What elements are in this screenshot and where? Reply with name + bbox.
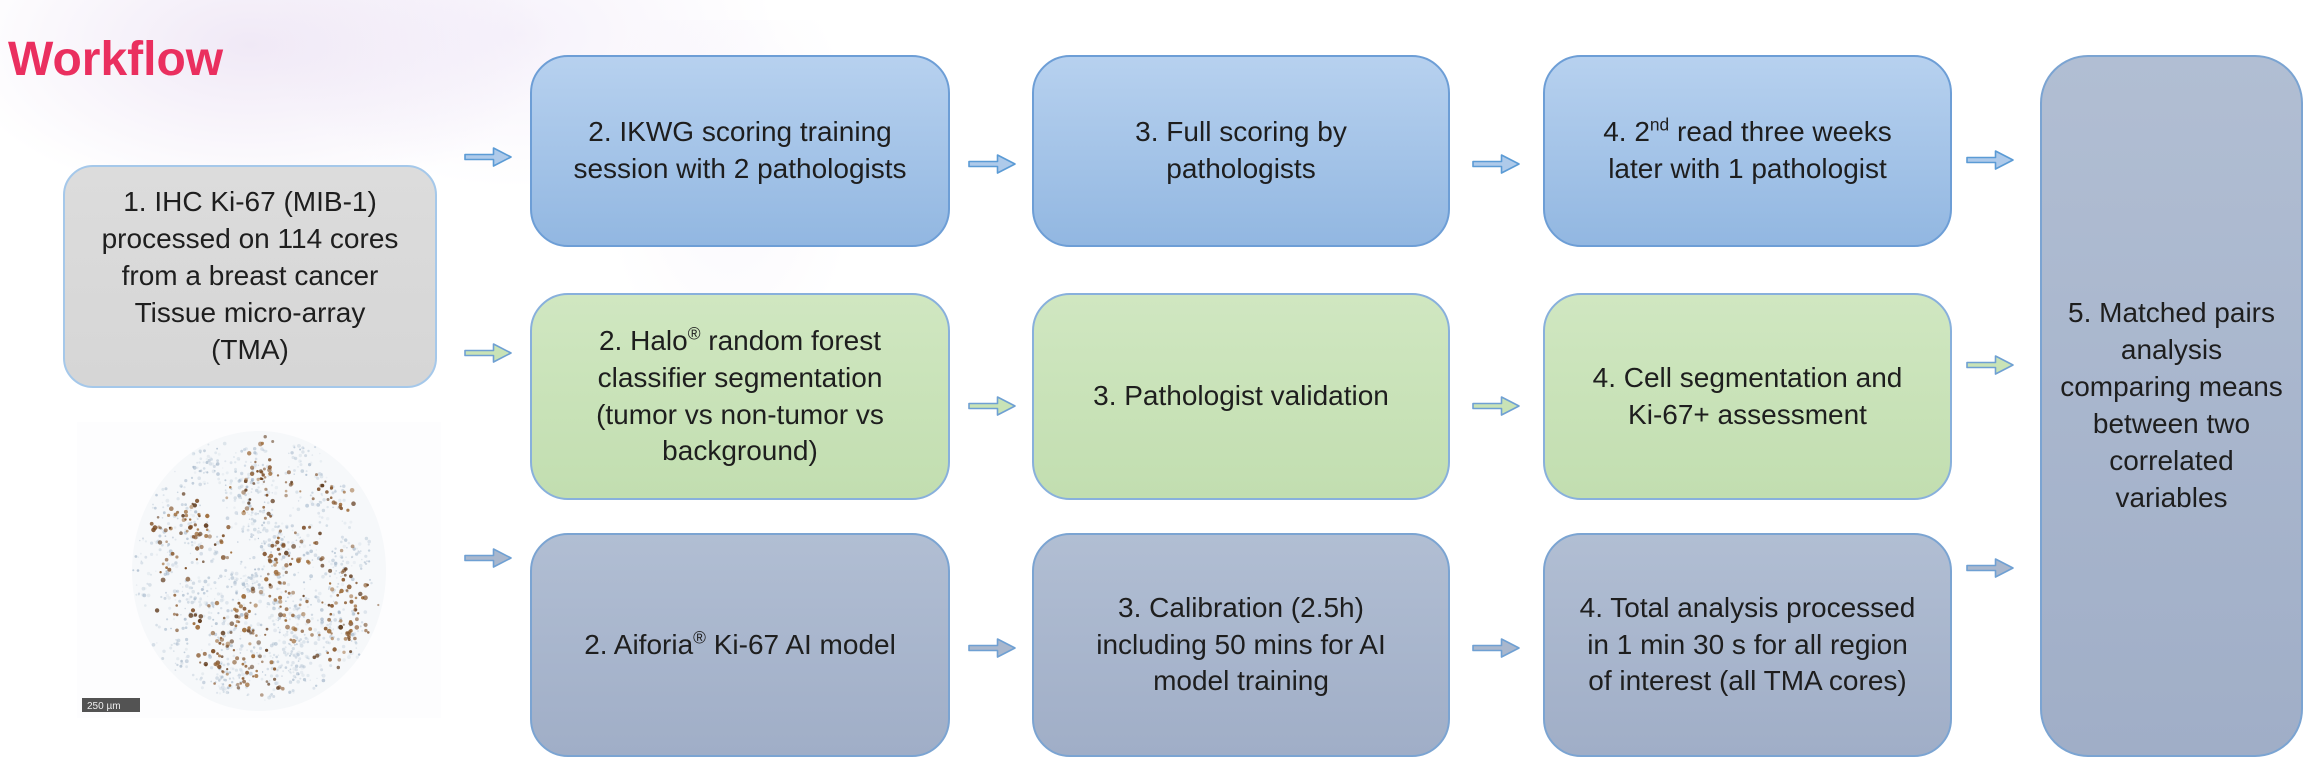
- flow-arrow-icon: [968, 637, 1016, 659]
- step-second-read-box: 4. 2nd read three weeks later with 1 pat…: [1543, 55, 1952, 247]
- flow-arrow-icon: [1966, 354, 2014, 376]
- tma-core-image: 250 µm: [77, 422, 441, 718]
- step-label: 5. Matched pairs analysis comparing mean…: [2060, 297, 2283, 513]
- flow-arrow-icon: [464, 547, 512, 569]
- step-label: 3. Calibration (2.5h) including 50 mins …: [1096, 591, 1386, 697]
- step-ikwg-training-box: 2. IKWG scoring training session with 2 …: [530, 55, 950, 247]
- flow-arrow-icon: [1966, 149, 2014, 171]
- step-label: 4. Cell segmentation and Ki-67+ assessme…: [1592, 361, 1903, 430]
- step-calibration-box: 3. Calibration (2.5h) including 50 mins …: [1032, 533, 1450, 757]
- step-label: 3. Full scoring by pathologists: [1135, 116, 1347, 184]
- step-label: 3. Pathologist validation: [1093, 380, 1389, 412]
- flow-arrow-icon: [1472, 637, 1520, 659]
- flow-arrow-icon: [1472, 153, 1520, 175]
- step-label: 2. Aiforia® Ki-67 AI model: [584, 627, 896, 660]
- step-start-ihc-box: 1. IHC Ki-67 (MIB-1) processed on 114 co…: [63, 165, 437, 388]
- tma-core-svg: 250 µm: [77, 422, 441, 718]
- step-start-ihc-label: 1. IHC Ki-67 (MIB-1) processed on 114 co…: [101, 186, 399, 365]
- scale-bar-label: 250 µm: [87, 701, 121, 712]
- step-cell-segmentation-box: 4. Cell segmentation and Ki-67+ assessme…: [1543, 293, 1952, 500]
- flow-arrow-icon: [1472, 395, 1520, 417]
- step-pathologist-validation-box: 3. Pathologist validation: [1032, 293, 1450, 500]
- page-title: Workflow: [8, 33, 224, 86]
- step-full-scoring-box: 3. Full scoring by pathologists: [1032, 55, 1450, 247]
- step-label: 4. Total analysis processed in 1 min 30 …: [1579, 591, 1916, 697]
- scale-bar: [82, 698, 140, 712]
- step-matched-pairs-box: 5. Matched pairs analysis comparing mean…: [2040, 55, 2303, 757]
- flow-arrow-icon: [1966, 557, 2014, 579]
- step-aiforia-model-box: 2. Aiforia® Ki-67 AI model: [530, 533, 950, 757]
- step-label: 4. 2nd read three weeks later with 1 pat…: [1603, 114, 1892, 184]
- step-halo-classifier-box: 2. Halo® random forest classifier segmen…: [530, 293, 950, 500]
- step-total-analysis-box: 4. Total analysis processed in 1 min 30 …: [1543, 533, 1952, 757]
- flow-arrow-icon: [464, 342, 512, 364]
- flow-arrow-icon: [968, 153, 1016, 175]
- step-label: 2. Halo® random forest classifier segmen…: [596, 323, 884, 467]
- step-label: 2. IKWG scoring training session with 2 …: [573, 116, 907, 184]
- flow-arrow-icon: [968, 395, 1016, 417]
- flow-arrow-icon: [464, 146, 512, 168]
